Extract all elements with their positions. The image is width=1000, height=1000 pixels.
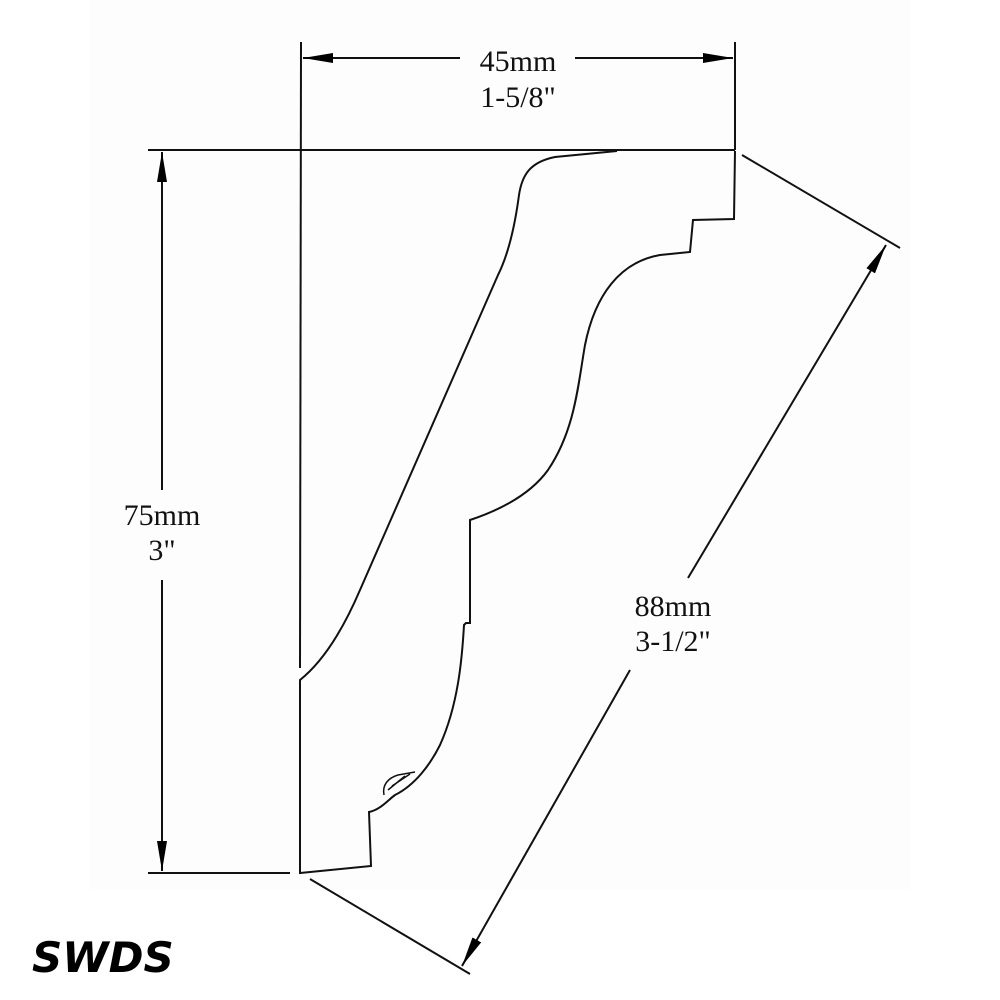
brand-logo: SWDS <box>32 933 174 982</box>
height-imperial-label: 3" <box>148 534 175 567</box>
height-metric-label: 75mm <box>124 499 201 532</box>
left-extension-line <box>299 41 302 669</box>
diagonal-imperial-label: 3-1/2" <box>635 625 711 658</box>
diag-extension-bottom <box>309 878 471 975</box>
molding-profile <box>299 150 736 875</box>
diag-arrow-up <box>687 244 887 579</box>
diagonal-metric-label: 88mm <box>635 590 712 623</box>
diag-arrow-down <box>461 669 631 967</box>
width-imperial-label: 1-5/8" <box>480 81 556 114</box>
background-panel <box>90 0 910 890</box>
diag-extension-top <box>741 154 901 249</box>
profile-detail-bead <box>382 771 416 796</box>
width-metric-label: 45mm <box>480 45 557 78</box>
